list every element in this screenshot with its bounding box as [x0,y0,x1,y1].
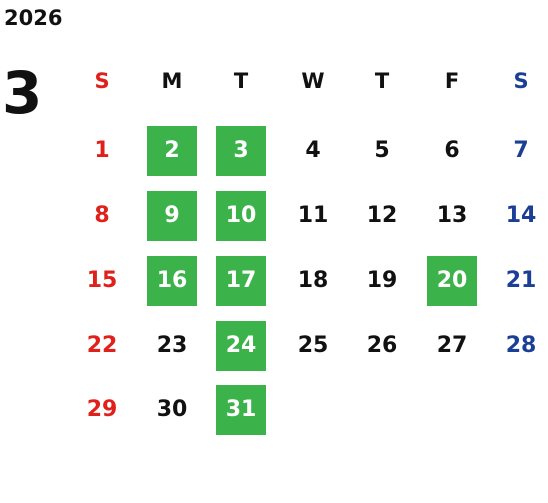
calendar-day[interactable]: 28 [505,333,537,358]
calendar-day[interactable]: 16 [147,256,197,306]
calendar-day[interactable]: 17 [216,256,266,306]
calendar-day[interactable]: 3 [216,126,266,176]
weekday-header: T [233,69,249,93]
calendar-day[interactable]: 5 [374,138,390,163]
calendar-day[interactable]: 22 [86,333,118,358]
weekday-header: W [301,69,325,93]
calendar-day[interactable]: 18 [297,268,329,293]
calendar-day[interactable]: 11 [297,203,329,228]
calendar-day[interactable]: 21 [505,268,537,293]
calendar-day[interactable]: 8 [94,203,110,228]
calendar-month: 3 [2,59,43,127]
calendar-day[interactable]: 24 [216,321,266,371]
calendar-day[interactable]: 6 [444,138,460,163]
calendar-day[interactable]: 23 [156,333,188,358]
calendar-day[interactable]: 4 [305,138,321,163]
calendar-year: 2026 [4,6,63,30]
calendar-day[interactable]: 13 [436,203,468,228]
weekday-header: F [444,69,460,93]
calendar-day[interactable]: 9 [147,191,197,241]
calendar-day[interactable]: 7 [513,138,529,163]
calendar-day[interactable]: 2 [147,126,197,176]
weekday-header: S [94,69,110,93]
weekday-header: T [374,69,390,93]
calendar-day[interactable]: 26 [366,333,398,358]
calendar-day[interactable]: 29 [86,397,118,422]
calendar-day[interactable]: 25 [297,333,329,358]
calendar-day[interactable]: 20 [427,256,477,306]
weekday-header: M [161,69,183,93]
calendar-day[interactable]: 15 [86,268,118,293]
calendar-day[interactable]: 12 [366,203,398,228]
calendar-day[interactable]: 1 [94,138,110,163]
weekday-header: S [513,69,529,93]
calendar-day[interactable]: 14 [505,203,537,228]
calendar-day[interactable]: 30 [156,397,188,422]
calendar-day[interactable]: 10 [216,191,266,241]
calendar-day[interactable]: 31 [216,385,266,435]
calendar-day[interactable]: 19 [366,268,398,293]
calendar-day[interactable]: 27 [436,333,468,358]
